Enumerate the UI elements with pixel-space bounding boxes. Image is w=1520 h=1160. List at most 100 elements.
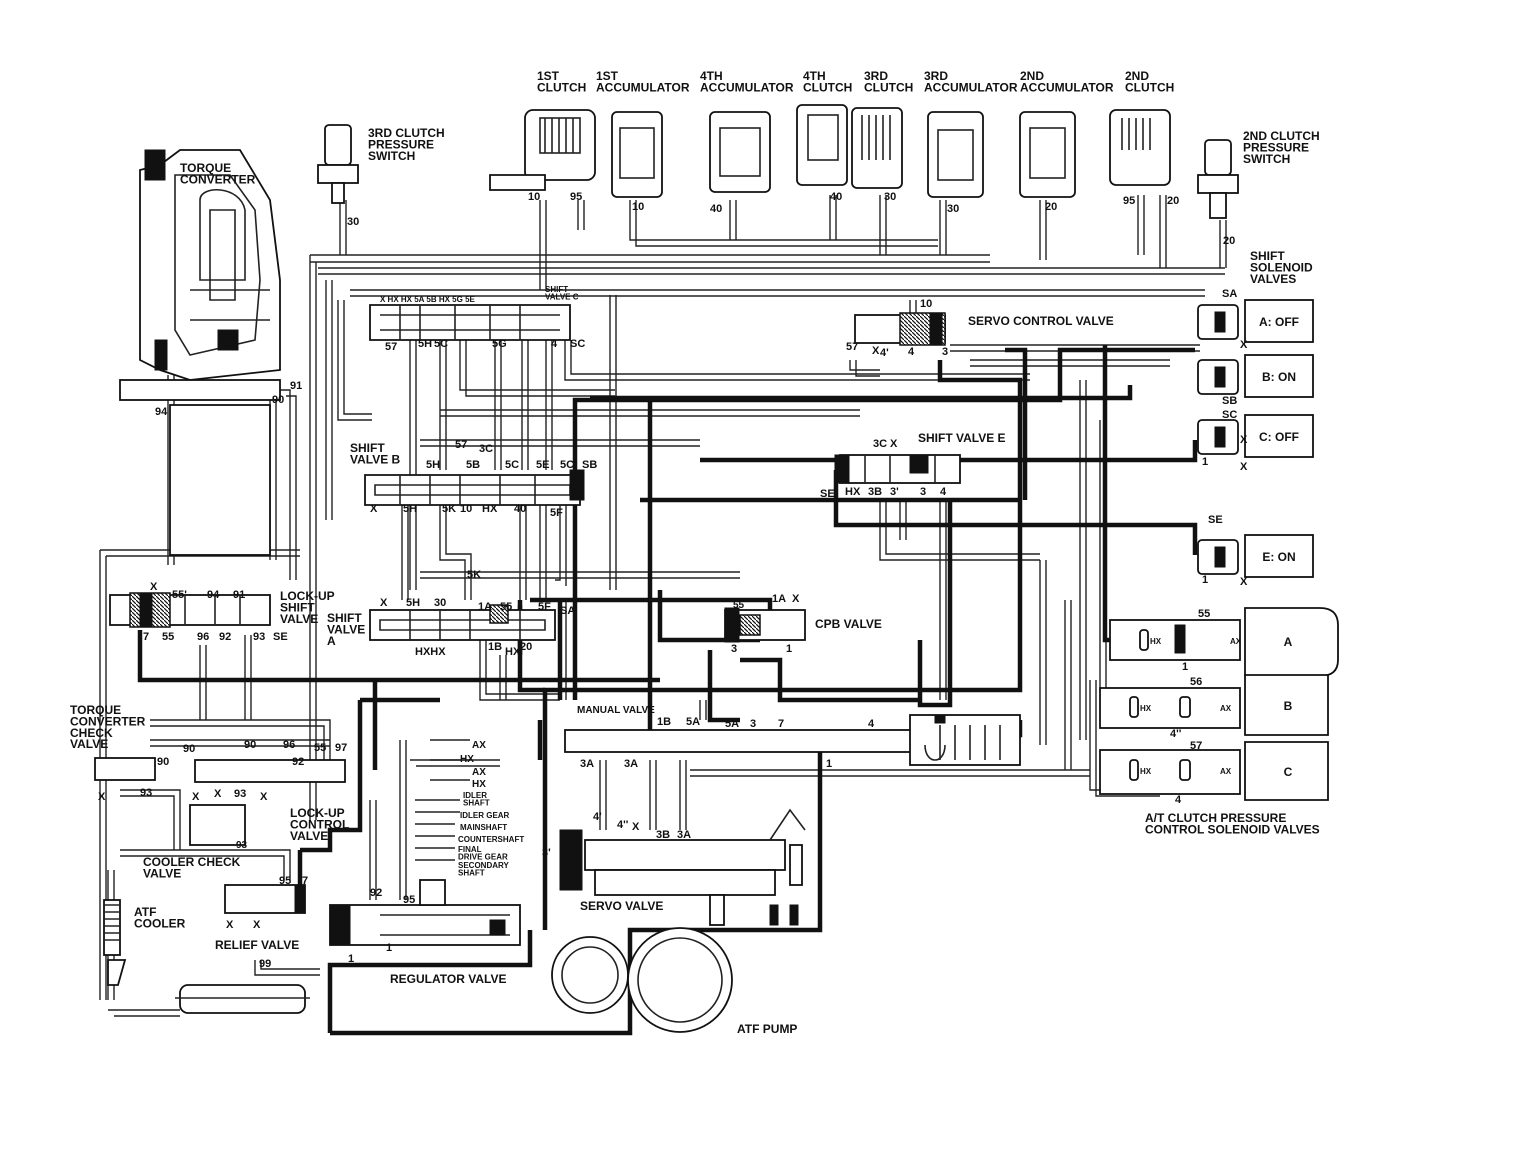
port-label: 20: [1045, 201, 1057, 213]
port-label: X: [1240, 339, 1248, 351]
port-label: 5H: [406, 597, 420, 609]
port-label: HXHX: [415, 646, 446, 658]
port-label: 96: [283, 739, 295, 751]
port-label: HX: [845, 486, 861, 498]
port-label: 5K: [442, 503, 456, 515]
port-label: AX: [1220, 704, 1232, 713]
shift-valve-b: [364, 469, 585, 506]
lube-ax-1: AX: [472, 740, 486, 751]
label-servo-control-valve: SERVO CONTROL VALVE: [968, 314, 1114, 328]
port-label: X: [890, 438, 898, 450]
regulator-valve: [329, 879, 521, 946]
port-label: AX: [1230, 637, 1242, 646]
port-label: 4'': [1170, 728, 1182, 740]
port-label: 7: [302, 875, 308, 887]
port-label: 93: [236, 840, 248, 851]
port-label: 94: [207, 589, 220, 601]
port-label: SE: [820, 488, 835, 500]
port-label: HX: [1140, 704, 1152, 713]
label-cpb-valve: CPB VALVE: [815, 617, 882, 631]
port-label: A: [1284, 635, 1293, 649]
port-label: 90: [244, 739, 256, 751]
port-label: 1: [826, 758, 832, 770]
port-label: 7: [778, 718, 784, 730]
shift-valve-c: [369, 304, 571, 341]
port-label: X: [253, 919, 261, 931]
lube-mainshaft: MAINSHAFT: [460, 823, 507, 832]
port-label: A: OFF: [1259, 315, 1299, 329]
port-label: 93: [234, 788, 246, 800]
lube-ax-2: AX: [472, 767, 486, 778]
port-label: 3B: [868, 486, 882, 498]
port-label: 1B: [657, 716, 671, 728]
port-label: 30: [434, 597, 446, 609]
solenoid-e: E: ON: [1244, 534, 1314, 578]
port-label: 1: [786, 643, 792, 655]
port-label: X HX HX 5A 5B HX 5G 5E: [380, 295, 476, 304]
port-label: 4': [880, 347, 889, 359]
port-label: 95: [403, 894, 415, 906]
pressure-solenoid-a: A: [1244, 607, 1339, 677]
port-label: 40: [514, 503, 526, 515]
port-label: 3: [920, 486, 926, 498]
shift-solenoid-valves: A: OFF B: ON C: OFF E: ON: [1244, 299, 1314, 578]
label-shift-valve-e: SHIFT VALVE E: [918, 431, 1006, 445]
port-label: 93: [253, 631, 265, 643]
port-label: 99: [259, 958, 271, 970]
port-label: 5F: [550, 507, 563, 519]
port-label: 3A: [624, 758, 638, 770]
port-label: SB: [1222, 395, 1237, 407]
solenoid-c: C: OFF: [1244, 414, 1314, 458]
port-label: SC: [1222, 409, 1237, 421]
port-label: SE: [1208, 514, 1223, 526]
port-label: X: [214, 788, 222, 800]
port-label: 40: [710, 203, 722, 215]
port-label: 10: [632, 201, 644, 213]
port-label: 94: [155, 406, 168, 418]
port-label: 57: [455, 439, 467, 451]
port-labels: 10 95 10 40 40 30 30 20 95 20 30 20 91 9…: [98, 191, 1248, 970]
port-label: X: [370, 503, 378, 515]
port-label: SB: [582, 459, 597, 471]
lube-hx-2: HX: [472, 779, 486, 790]
port-label: 20: [520, 641, 532, 653]
port-label: C: [1284, 765, 1293, 779]
lock-up-shift-valve: [109, 592, 271, 628]
solenoid-b: B: ON: [1244, 354, 1314, 398]
pressure-switches: [317, 124, 1239, 219]
port-label: 91: [233, 589, 245, 601]
port-label: X: [872, 345, 880, 357]
port-label: 3: [750, 718, 756, 730]
port-label: 57: [1190, 740, 1202, 752]
port-label: X: [380, 597, 388, 609]
port-label: 5H: [418, 338, 432, 350]
port-label: 4: [868, 718, 875, 730]
port-label: 93: [140, 787, 152, 799]
pressure-solenoid-b: B: [1244, 674, 1329, 736]
port-label: X: [260, 791, 268, 803]
port-label: 55': [172, 589, 187, 601]
label-servo-valve: SERVO VALVE: [580, 899, 663, 913]
port-label: 3C: [479, 443, 493, 455]
pressure-solenoid-bodies: [1099, 619, 1241, 795]
port-label: 1: [1182, 661, 1188, 673]
port-label: HX: [1140, 767, 1152, 776]
port-label: 92: [219, 631, 231, 643]
servo-valve: [559, 808, 806, 926]
port-label: 3': [890, 486, 899, 498]
port-label: 1: [1202, 456, 1208, 468]
port-label: 3: [731, 643, 737, 655]
